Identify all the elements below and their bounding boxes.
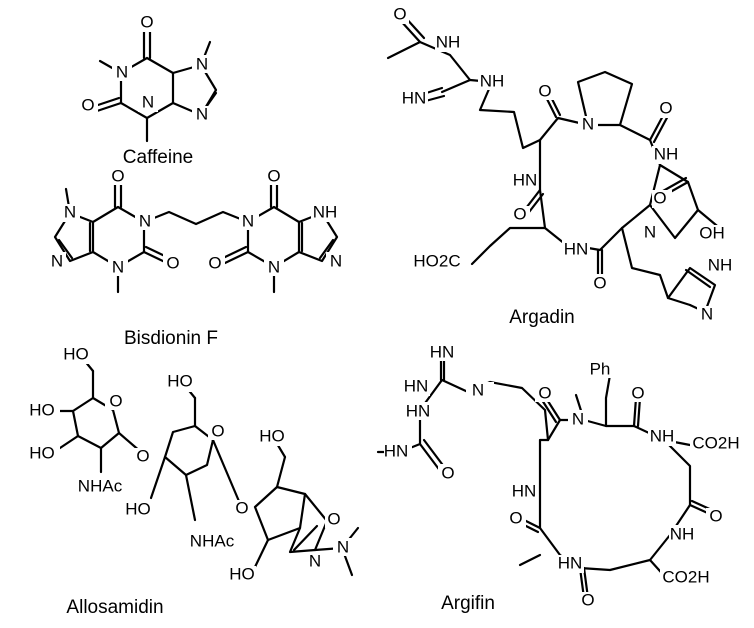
argifin-atom-ph: Ph <box>590 359 611 378</box>
caffeine-atom-n: N <box>142 92 154 111</box>
argifin-atom-n: N <box>472 380 484 399</box>
allosamidin-atom-o: O <box>109 391 122 410</box>
argadin-atom-nh: NH <box>480 71 505 90</box>
allosamidin-atom-n: N <box>309 551 321 570</box>
argifin-atom-n: N <box>572 409 584 428</box>
argadin-atom-hn: HN <box>513 170 538 189</box>
bisdionin-atom-nh: NH <box>313 202 338 221</box>
allosamidin-atom-ho: HO <box>167 371 193 390</box>
bisdionin-atom-n: N <box>139 211 151 230</box>
allosamidin-atom-o: O <box>327 509 340 528</box>
argifin-atom-o: O <box>581 590 594 609</box>
bisdionin-atom-n: N <box>64 202 76 221</box>
argadin-atom-o: O <box>513 204 526 223</box>
argadin-atom-nh: NH <box>708 255 733 274</box>
argadin-atom-hn: HN <box>564 239 589 258</box>
argifin-atom-nh: NH <box>650 426 675 445</box>
bisdionin-atom-o: O <box>208 253 221 272</box>
argadin-atom-o: O <box>659 98 672 117</box>
bisdionin-f-structure: O O N N N N O N N O NH N Bisdionin F <box>46 166 346 349</box>
allosamidin-structure: HO HO O HO NHAc O HO O HO O NHAc HO O N … <box>29 344 360 618</box>
argadin-atom-o: O <box>593 273 606 292</box>
argadin-atom-n: N <box>701 304 713 323</box>
allosamidin-atom-ho: HO <box>29 400 55 419</box>
argifin-atom-hn: HN <box>430 342 455 361</box>
caffeine-atom-n: N <box>116 62 128 81</box>
argifin-atom-hn: HN <box>406 401 431 420</box>
allosamidin-atom-ho: HO <box>229 564 255 583</box>
argadin-atom-n: N <box>582 114 594 133</box>
caffeine-caption: Caffeine <box>123 147 193 168</box>
caffeine-atom-o: O <box>140 12 153 31</box>
allosamidin-atom-n: N <box>337 537 349 556</box>
caffeine-structure: O N O N N N Caffeine <box>78 12 218 168</box>
caffeine-atom-n: N <box>196 54 208 73</box>
allosamidin-atom-o: O <box>211 421 224 440</box>
argadin-structure: NH O HN NH O N O NH HN O O N OH HN HO2C … <box>386 4 734 328</box>
allosamidin-atom-ho: HO <box>63 344 89 363</box>
argadin-atom-nh: NH <box>654 144 679 163</box>
argifin-atom-o: O <box>441 463 454 482</box>
bisdionin-atom-o: O <box>267 166 280 185</box>
argifin-atom-hn: HN <box>384 441 409 460</box>
argadin-atom-o: O <box>538 81 551 100</box>
argadin-caption: Argadin <box>509 307 575 328</box>
allosamidin-atom-o: O <box>235 498 248 517</box>
argadin-atom-ho2c: HO2C <box>413 251 460 270</box>
bisdionin-atom-o: O <box>166 253 179 272</box>
bisdionin-atom-n: N <box>51 251 63 270</box>
argifin-structure: HN HN N HN O HN Ph O N O NH CO2H HN O O … <box>376 342 742 614</box>
bisdionin-f-caption: Bisdionin F <box>124 328 218 349</box>
caffeine-atom-n: N <box>196 104 208 123</box>
allosamidin-atom-o: O <box>136 446 149 465</box>
bisdionin-atom-n: N <box>268 257 280 276</box>
argifin-atom-co2h: CO2H <box>662 567 709 586</box>
allosamidin-atom-ho: HO <box>259 426 285 445</box>
bisdionin-atom-o: O <box>111 166 124 185</box>
argifin-atom-o: O <box>631 383 644 402</box>
argifin-atom-o: O <box>709 506 722 525</box>
argifin-atom-hn: HN <box>558 553 583 572</box>
argadin-atom-hn: HN <box>402 88 427 107</box>
argifin-atom-nh: NH <box>670 524 695 543</box>
argadin-atom-n: N <box>644 222 656 241</box>
allosamidin-atom-nhac: NHAc <box>78 476 123 495</box>
argadin-atom-o: O <box>393 4 406 23</box>
allosamidin-atom-nhac: NHAc <box>190 531 235 550</box>
argadin-atom-oh: OH <box>699 223 725 242</box>
argifin-atom-hn: HN <box>404 376 429 395</box>
argadin-atom-o: O <box>653 188 666 207</box>
argifin-atom-hn: HN <box>512 481 537 500</box>
argifin-atom-o: O <box>538 383 551 402</box>
bisdionin-atom-n: N <box>112 257 124 276</box>
allosamidin-atom-ho: HO <box>29 443 55 462</box>
bisdionin-atom-n: N <box>242 211 254 230</box>
argifin-atom-co2h: CO2H <box>692 433 739 452</box>
argifin-atom-o: O <box>509 508 522 527</box>
bisdionin-atom-n: N <box>330 251 342 270</box>
argifin-caption: Argifin <box>441 593 495 614</box>
allosamidin-caption: Allosamidin <box>66 597 163 618</box>
argadin-atom-nh: NH <box>436 32 461 51</box>
caffeine-atom-o: O <box>81 95 94 114</box>
allosamidin-atom-ho: HO <box>125 499 151 518</box>
